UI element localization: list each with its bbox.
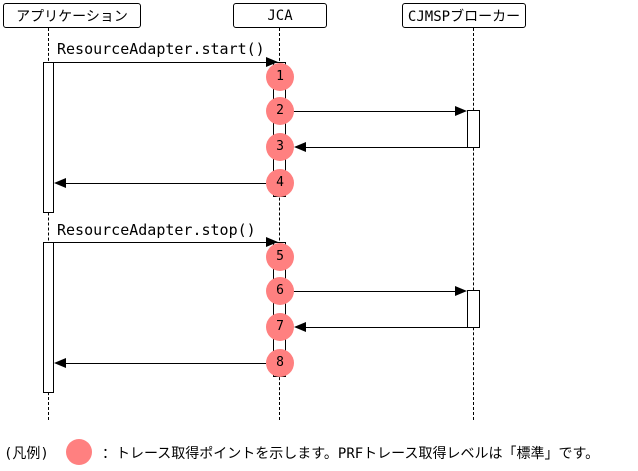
arrow-jca-to-broker-1-line bbox=[293, 111, 455, 112]
legend-label: (凡例) bbox=[4, 446, 49, 462]
trace-point-5: 5 bbox=[266, 243, 294, 271]
arrowhead-broker-to-jca-2 bbox=[294, 322, 306, 332]
actor-label-jca: JCA bbox=[267, 7, 293, 24]
trace-point-8: 8 bbox=[266, 349, 294, 377]
arrow-jca-to-broker-2-line bbox=[293, 291, 455, 292]
lifeline-cjmsp-broker bbox=[473, 28, 474, 420]
activation-application-start bbox=[43, 62, 54, 213]
activation-cjmsp-start bbox=[467, 110, 480, 148]
arrowhead-jca-to-broker-1 bbox=[455, 106, 467, 116]
trace-point-2: 2 bbox=[266, 97, 294, 125]
actor-box-jca: JCA bbox=[233, 3, 327, 28]
trace-point-6: 6 bbox=[266, 277, 294, 305]
arrow-start-call-line bbox=[54, 62, 266, 63]
trace-point-4: 4 bbox=[266, 169, 294, 197]
arrowhead-jca-to-app-2 bbox=[54, 358, 66, 368]
trace-point-7: 7 bbox=[266, 313, 294, 341]
arrowhead-stop-call bbox=[266, 237, 278, 247]
arrow-broker-to-jca-2-line bbox=[306, 327, 467, 328]
message-label-start: ResourceAdapter.start() bbox=[57, 40, 265, 58]
activation-cjmsp-stop bbox=[467, 290, 480, 328]
arrow-broker-to-jca-1-line bbox=[306, 147, 467, 148]
actor-box-cjmsp-broker: CJMSPブローカー bbox=[402, 3, 526, 28]
arrowhead-jca-to-app-1 bbox=[54, 178, 66, 188]
arrowhead-jca-to-broker-2 bbox=[455, 286, 467, 296]
activation-application-stop bbox=[43, 242, 54, 393]
actor-label-cjmsp-broker: CJMSPブローカー bbox=[407, 8, 521, 25]
actor-box-application: アプリケーション bbox=[3, 3, 141, 28]
arrow-jca-to-app-1-line bbox=[66, 183, 266, 184]
arrowhead-start-call bbox=[266, 57, 278, 67]
trace-point-3: 3 bbox=[266, 133, 294, 161]
actor-label-application: アプリケーション bbox=[16, 8, 128, 25]
lifeline-jca bbox=[279, 28, 280, 420]
arrow-jca-to-app-2-line bbox=[66, 363, 266, 364]
legend-trace-point-icon bbox=[66, 439, 92, 465]
message-label-stop: ResourceAdapter.stop() bbox=[57, 221, 256, 239]
lifeline-application bbox=[48, 28, 49, 420]
arrow-stop-call-line bbox=[54, 242, 266, 243]
arrowhead-broker-to-jca-1 bbox=[294, 142, 306, 152]
legend-text: ：トレース取得ポイントを示します。PRFトレース取得レベルは「標準」です。 bbox=[102, 446, 600, 462]
trace-point-1: 1 bbox=[266, 63, 294, 91]
